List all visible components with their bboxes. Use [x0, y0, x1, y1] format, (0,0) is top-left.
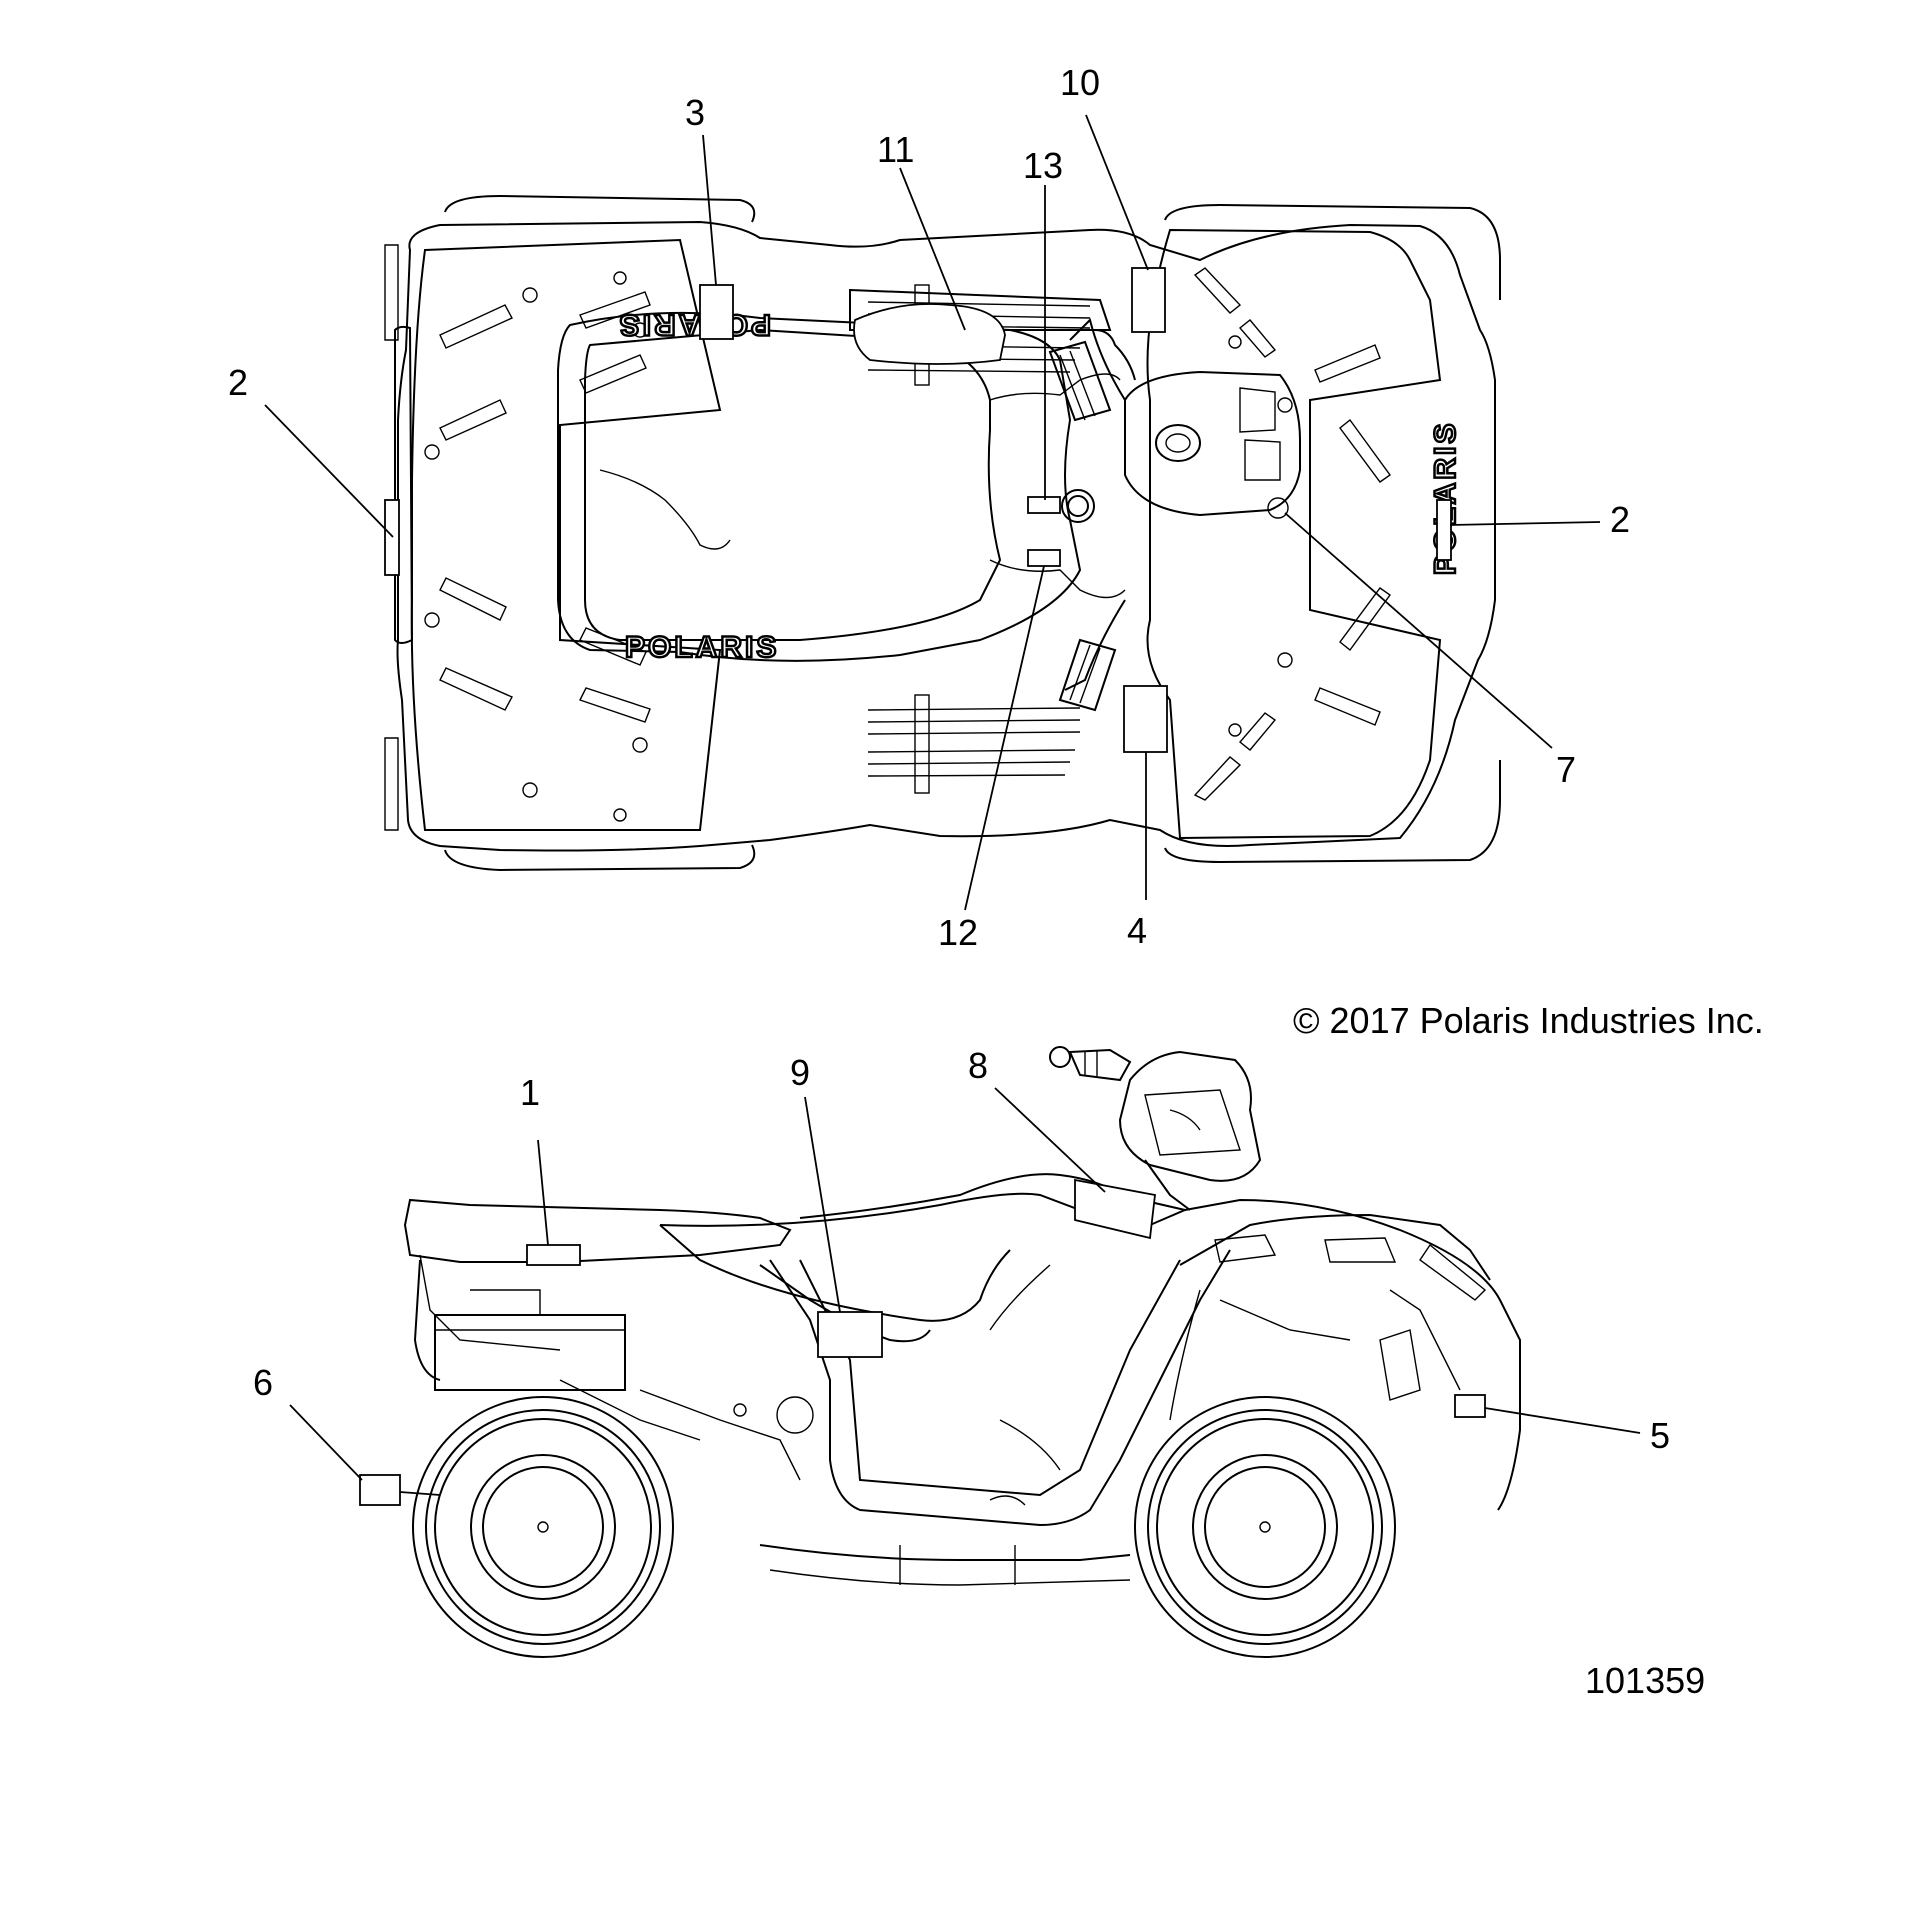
- front-wheel: [1134, 1396, 1396, 1658]
- decal-8: [1074, 1178, 1156, 1240]
- decal-4: [1123, 685, 1168, 753]
- copyright-notice: © 2017 Polaris Industries Inc.: [1293, 1000, 1764, 1041]
- leader-lines: [264, 114, 1641, 1496]
- callout-5: 5: [1650, 1415, 1670, 1456]
- decal-1: [526, 1244, 581, 1266]
- decal-9: [817, 1311, 883, 1358]
- callout-2-front: 2: [1610, 499, 1630, 540]
- handlebar-grip-lower: [1058, 638, 1117, 712]
- figure-number: 101359: [1585, 1660, 1705, 1701]
- headlight-pod: [1049, 1046, 1262, 1211]
- handlebar-grip-upper: [1048, 329, 1136, 422]
- callout-3: 3: [685, 92, 705, 133]
- brand-logo-upper: POLARIS: [617, 308, 771, 341]
- brand-logo-lower: POLARIS: [625, 631, 779, 664]
- callout-12: 12: [938, 912, 978, 953]
- callout-6: 6: [253, 1362, 273, 1403]
- callout-9: 9: [790, 1052, 810, 1093]
- footboard-lower: [867, 694, 1081, 794]
- decal-5: [1454, 1394, 1486, 1418]
- decal-10: [1131, 267, 1166, 333]
- decal-12: [1027, 549, 1061, 567]
- callout-7: 7: [1556, 749, 1576, 790]
- callout-labels: 1 2 2 3 4 5 6 7 8 9 10 11 12 13: [228, 62, 1670, 1456]
- decal-2-rear: [384, 499, 400, 576]
- decal-3: [699, 284, 734, 340]
- callout-4: 4: [1127, 910, 1147, 951]
- callout-11: 11: [877, 129, 914, 170]
- decal-6: [359, 1474, 401, 1506]
- callout-8: 8: [968, 1045, 988, 1086]
- atv-top-view: POLARIS POLARIS POLARIS: [384, 194, 1501, 872]
- callout-1: 1: [520, 1072, 540, 1113]
- decal-2-front: [1436, 499, 1452, 561]
- atv-side-view: [359, 1046, 1521, 1658]
- decal-11: [853, 303, 1006, 365]
- rear-wheel: [412, 1396, 674, 1658]
- callout-13: 13: [1023, 145, 1063, 186]
- callout-2-rear: 2: [228, 362, 248, 403]
- decal-13: [1027, 496, 1061, 514]
- callout-10: 10: [1060, 62, 1100, 103]
